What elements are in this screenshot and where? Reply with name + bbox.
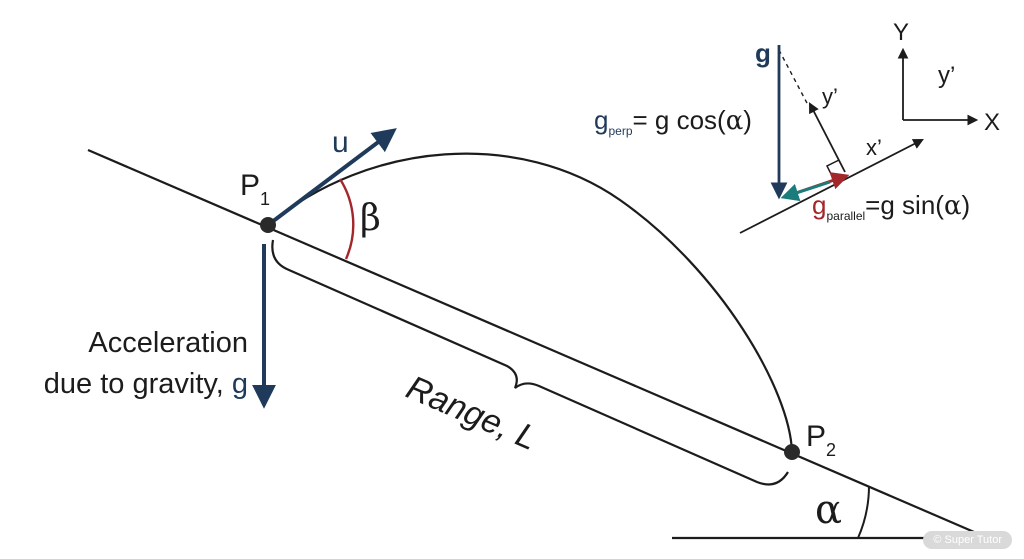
acceleration-line1: Acceleration — [88, 327, 248, 359]
incline-line — [87, 148, 989, 540]
g-label: g — [755, 38, 771, 68]
y-prime-label: y’ — [822, 84, 838, 109]
range-label: Range, L — [401, 368, 543, 457]
g-parallel-equation: gparallel=g sin(α) — [812, 190, 970, 223]
axis-y-label: Y — [893, 19, 909, 46]
watermark: © Super Tutor — [923, 531, 1012, 549]
p2-label: P2 — [806, 420, 836, 460]
x-prime-label: x’ — [866, 135, 882, 160]
dashed-projection — [778, 49, 809, 106]
alpha-label: α — [815, 487, 842, 533]
alpha-arc — [857, 485, 870, 539]
p1-label: P1 — [240, 169, 270, 209]
right-angle-mark — [825, 159, 840, 179]
acceleration-line2: due to gravity, g — [44, 368, 248, 400]
point-p2 — [784, 444, 800, 460]
beta-label: β — [360, 198, 381, 239]
g-perp-equation: gperp= g cos(α) — [594, 105, 752, 138]
g-parallel-teal — [780, 180, 831, 202]
velocity-u-arrow — [266, 128, 397, 227]
u-label: u — [332, 126, 349, 159]
point-p1 — [260, 217, 276, 233]
trajectory-curve — [267, 152, 794, 453]
y-prime-axis — [809, 102, 846, 173]
beta-arc — [338, 178, 355, 260]
axes-y-prime-label: y’ — [938, 62, 955, 89]
axis-x-label: X — [984, 109, 1000, 136]
range-brace — [271, 239, 789, 486]
